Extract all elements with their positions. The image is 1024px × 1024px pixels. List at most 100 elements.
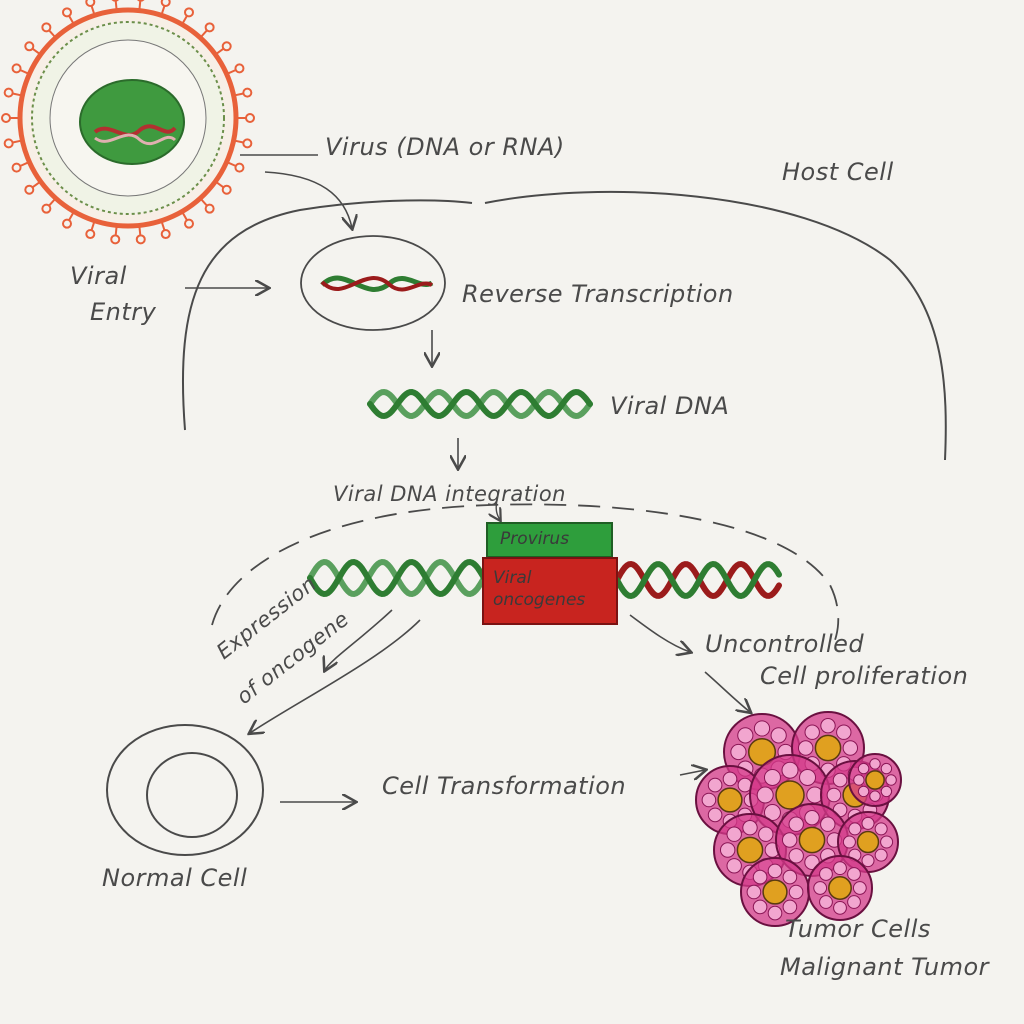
- tumor-cytoplasm-granule: [813, 881, 828, 895]
- tumor-cytoplasm-granule: [832, 772, 848, 788]
- nucleus-outline: [211, 503, 840, 641]
- tumor-cytoplasm-granule: [707, 777, 723, 793]
- tumor-cell-nucleus: [762, 879, 788, 905]
- reverse-transcription-vesicle: [300, 235, 446, 331]
- uncontrolled-label-1: Uncontrolled: [705, 630, 865, 658]
- normal-cell-nucleus: [146, 752, 238, 838]
- virus-spike-head: [160, 229, 171, 240]
- tumor-cell-nucleus: [736, 836, 764, 864]
- virus-particle-icon: [1, 0, 255, 245]
- tumor-cytoplasm-granule: [782, 899, 798, 915]
- tumor-cytoplasm-granule: [742, 819, 758, 836]
- virus-spike-head: [41, 22, 52, 33]
- arrow-to-normal-cell: [250, 619, 421, 733]
- tumor-cytoplasm-granule: [752, 869, 768, 885]
- tumor-cytoplasm-granule: [874, 822, 888, 836]
- tumor-cell-nucleus: [814, 734, 842, 762]
- tumor-cytoplasm-granule: [719, 842, 736, 858]
- cell-transformation-label: Cell Transformation: [382, 772, 627, 800]
- uncontrolled-label-2: Cell proliferation: [760, 662, 969, 690]
- tumor-cytoplasm-granule: [861, 816, 875, 830]
- virus-spike-head: [62, 218, 72, 229]
- tumor-cytoplasm-granule: [833, 861, 847, 876]
- virus-spike-head: [184, 7, 194, 18]
- virus-spike-head: [110, 234, 121, 245]
- tumor-cytoplasm-granule: [788, 884, 804, 900]
- virus-spike-head: [234, 63, 245, 74]
- host-dna-helix-left: [307, 558, 487, 598]
- helix-strand-front: [614, 560, 782, 600]
- provirus-label: Provirus: [500, 529, 570, 549]
- tumor-cytoplasm-granule: [788, 816, 804, 832]
- virus-spike-head: [111, 0, 119, 2]
- tumor-cytoplasm-granule: [804, 724, 820, 740]
- tumor-cytoplasm-granule: [804, 809, 820, 826]
- tumor-cytoplasm-granule: [880, 785, 893, 798]
- tumor-cytoplasm-granule: [880, 762, 893, 775]
- tumor-cytoplasm-granule: [847, 867, 861, 881]
- tumor-cytoplasm-granule: [707, 807, 723, 823]
- virus-spike-head: [24, 41, 35, 52]
- tumor-cytoplasm-granule: [861, 854, 875, 868]
- arrow-to-tumor: [704, 671, 750, 712]
- arrow-transformation-to-tumor: [679, 770, 705, 775]
- tumor-cell-nucleus: [717, 787, 743, 813]
- rt-strand-green: [320, 275, 434, 292]
- tumor-cytoplasm-granule: [753, 720, 771, 737]
- arrow-expression-small: [325, 609, 393, 670]
- tumor-cytoplasm-granule: [737, 727, 754, 744]
- tumor-cytoplasm-granule: [880, 835, 894, 849]
- tumor-cytoplasm-granule: [857, 785, 870, 798]
- virus-spike-head: [204, 22, 215, 33]
- virus-genome-pink: [94, 133, 177, 146]
- rt-strand-red: [320, 276, 434, 292]
- integration-pointer: [496, 499, 500, 520]
- tumor-cytoplasm-granule: [726, 826, 742, 842]
- tumor-cytoplasm-granule: [820, 816, 836, 832]
- virus-core: [79, 79, 185, 165]
- tumor-cytoplasm-granule: [857, 762, 870, 775]
- normal-cell-label: Normal Cell: [102, 864, 248, 892]
- virus-spike-head: [11, 162, 22, 173]
- tumor-cytoplasm-granule: [819, 867, 833, 881]
- virus-spike-head: [242, 87, 253, 98]
- virus-spike-head: [3, 87, 14, 98]
- virus-spike-head: [1, 113, 11, 123]
- host-cell-membrane-left: [182, 199, 473, 431]
- tumor-cytoplasm-granule: [874, 848, 888, 862]
- tumor-cytoplasm-granule: [726, 858, 742, 874]
- tumor-cytoplasm-granule: [852, 881, 867, 895]
- virus-spike-head: [41, 203, 52, 214]
- virus-spike-head: [184, 218, 194, 229]
- tumor-cell-nucleus: [865, 770, 885, 790]
- tumor-cytoplasm-granule: [848, 822, 862, 836]
- helix-strand-front: [367, 388, 593, 420]
- provirus-box: [486, 522, 613, 558]
- virus-spike-head: [24, 184, 35, 195]
- tumor-cytoplasm-granule: [869, 790, 881, 802]
- virus-spike-head: [242, 138, 253, 149]
- viral-dna-helix: [367, 388, 593, 420]
- virus-spike-head: [204, 203, 215, 214]
- tumor-cytoplasm-granule: [730, 743, 747, 761]
- tumor-cytoplasm-granule: [756, 786, 774, 804]
- tumor-cytoplasm-granule: [842, 740, 859, 756]
- tumor-cytoplasm-granule: [885, 774, 897, 786]
- tumor-cytoplasm-granule: [758, 826, 774, 842]
- tumor-cytoplasm-granule: [763, 768, 781, 786]
- virus-spike-head: [11, 63, 22, 74]
- viral-oncogenes-label-1: Viral: [493, 568, 532, 588]
- tumor-cytoplasm-granule: [797, 740, 814, 756]
- tumor-cytoplasm-granule: [826, 787, 842, 803]
- tumor-cytoplasm-granule: [701, 792, 717, 808]
- tumor-cytoplasm-granule: [833, 900, 847, 915]
- tumor-cytoplasm-granule: [869, 758, 881, 770]
- tumor-cytoplasm-granule: [842, 835, 856, 849]
- viral-dna-integration-label: Viral DNA integration: [333, 482, 566, 506]
- tumor-cytoplasm-granule: [820, 717, 836, 734]
- virus-spike-head: [221, 184, 232, 195]
- host-dna-helix-right: [614, 560, 782, 600]
- tumor-cytoplasm-granule: [781, 761, 799, 779]
